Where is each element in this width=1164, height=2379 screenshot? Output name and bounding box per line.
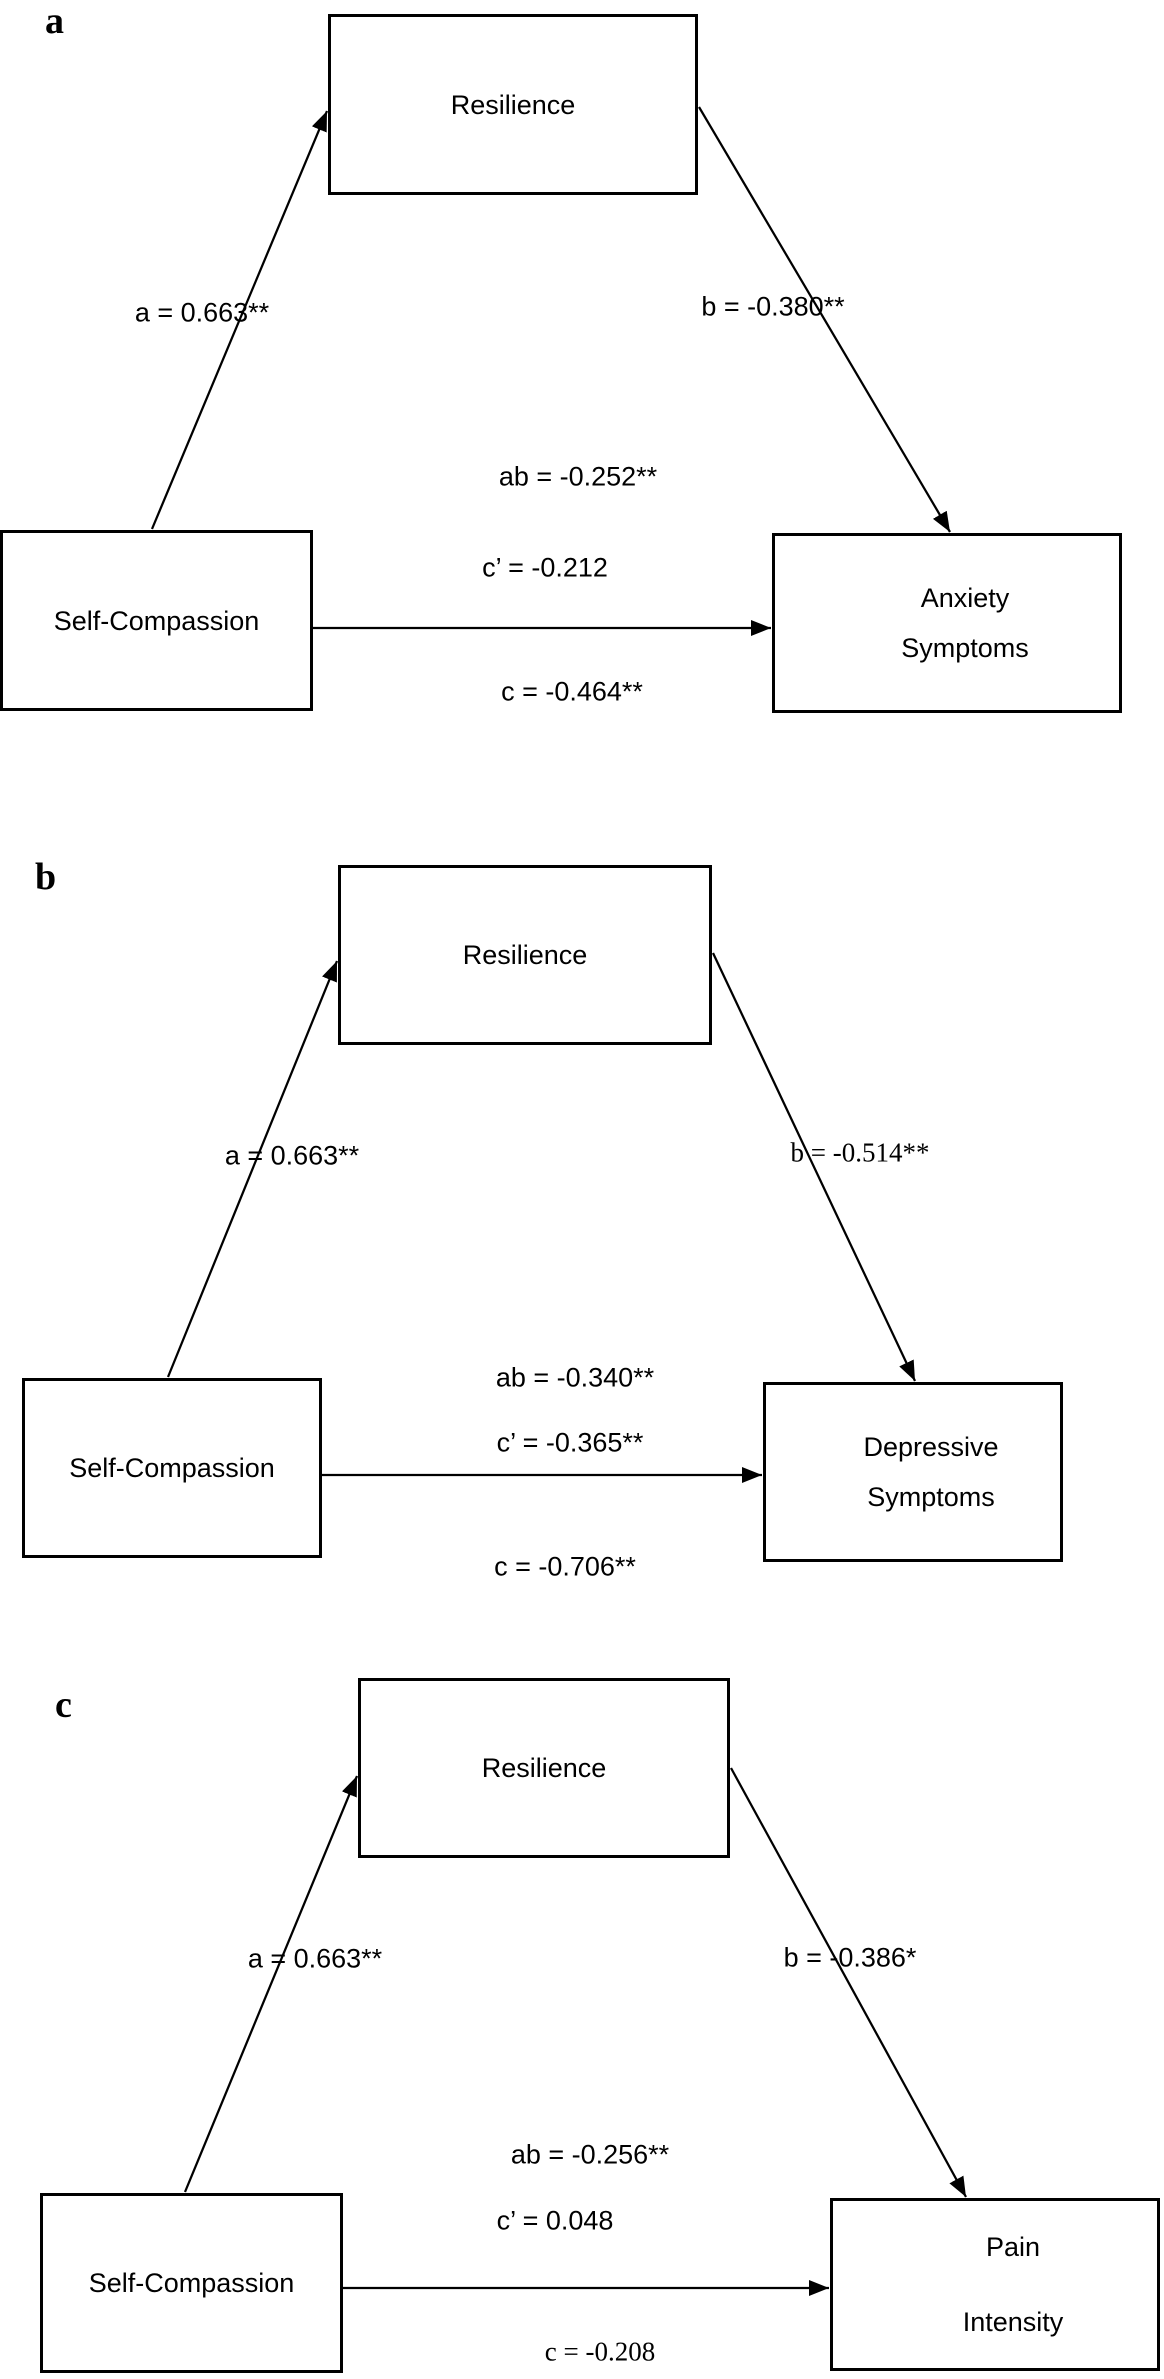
panel-b-arrow-a: [166, 960, 339, 1378]
predictor-label: Self-Compassion: [88, 2268, 295, 2298]
outcome-label-line1: Anxiety: [920, 583, 1010, 613]
panel-a-mediator-box-resilience: Resilience: [328, 14, 698, 195]
panel-b-path-b-label: b = -0.514**: [790, 1137, 930, 1168]
panel-a-arrow-a: [150, 110, 329, 530]
panel-b-path-ab-label: ab = -0.340**: [495, 1362, 655, 1393]
panel-c-path-b-label: b = -0.386*: [783, 1942, 917, 1973]
outcome-label-line2: Intensity: [962, 2306, 1064, 2337]
panel-a-predictor-box-self-compassion: Self-Compassion: [0, 530, 313, 711]
mediator-label: Resilience: [450, 89, 576, 120]
panel-b-mediator-box-resilience: Resilience: [338, 865, 712, 1045]
panel-c-path-c-label: c = -0.208: [544, 2336, 656, 2367]
outcome-label-line1: Depressive: [863, 1432, 999, 1462]
panel-c-predictor-box-self-compassion: Self-Compassion: [40, 2193, 343, 2373]
panel-c-mediator-box-resilience: Resilience: [358, 1678, 730, 1858]
predictor-label: Self-Compassion: [53, 605, 260, 636]
outcome-label-line1: Pain: [985, 2231, 1041, 2262]
panel-a-path-b-label: b = -0.380**: [701, 291, 845, 322]
panel-a-path-c-label: c = -0.464**: [501, 676, 643, 707]
panel-b-path-c-label: c = -0.706**: [494, 1551, 636, 1582]
panel-a-outcome-box-anxiety-symptoms: Anxiety Symptoms: [772, 533, 1122, 713]
outcome-label-line2: Symptoms: [867, 1482, 995, 1512]
panel-b-predictor-box-self-compassion: Self-Compassion: [22, 1378, 322, 1558]
panel-a-path-a-label: a = 0.663**: [134, 297, 270, 328]
panel-b-letter: b: [35, 856, 57, 898]
panel-c-letter: c: [55, 1684, 72, 1726]
mediator-label: Resilience: [462, 940, 588, 970]
panel-c-outcome-box-pain-intensity: Pain Intensity: [830, 2198, 1160, 2371]
panel-a-path-ab-label: ab = -0.252**: [498, 461, 658, 492]
panel-a-arrow-b: [698, 106, 951, 533]
mediator-label: Resilience: [481, 1753, 607, 1783]
panel-c-arrow-b: [730, 1767, 967, 2198]
panel-c-path-ab-label: ab = -0.256**: [510, 2139, 670, 2170]
panel-b-path-c-prime-label: c’ = -0.365**: [496, 1427, 644, 1458]
panel-b-outcome-box-depressive-symptoms: Depressive Symptoms: [763, 1382, 1063, 1562]
panel-c-path-c-prime-label: c’ = 0.048: [496, 2205, 614, 2236]
predictor-label: Self-Compassion: [69, 1453, 275, 1483]
outcome-label-line2: Symptoms: [901, 633, 1029, 663]
panel-c-path-a-label: a = 0.663**: [247, 1943, 383, 1974]
panel-b-arrow-b: [711, 952, 917, 1382]
panel-a-path-c-prime-label: c’ = -0.212: [482, 552, 608, 583]
panel-a-letter: a: [45, 0, 64, 42]
panel-b-path-a-label: a = 0.663**: [224, 1140, 360, 1171]
panel-c-arrow-a: [183, 1775, 359, 2193]
